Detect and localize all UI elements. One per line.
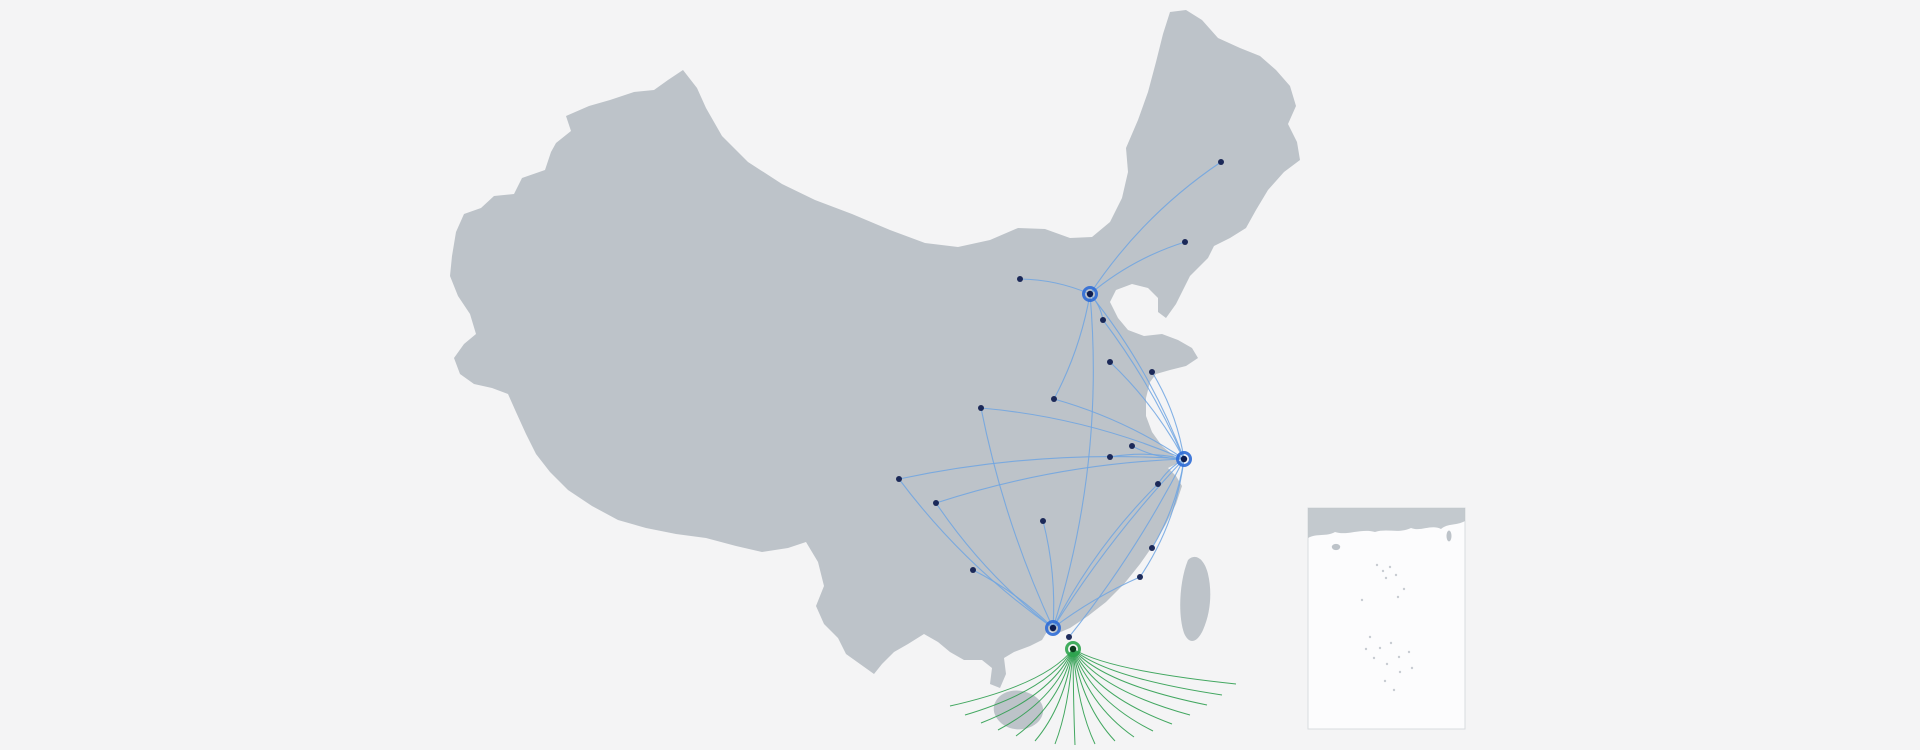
hub-ring-shanghai bbox=[1176, 451, 1192, 467]
green-route-3 bbox=[997, 648, 1074, 731]
route-beijing-shanghai bbox=[1089, 293, 1185, 460]
city-dot-guiyang[interactable] bbox=[970, 567, 976, 573]
route-shanghai-qingdao bbox=[1151, 371, 1185, 460]
inset-island-dot bbox=[1372, 656, 1376, 660]
city-dot-hefei[interactable] bbox=[1107, 454, 1113, 460]
hub-ring-hongkong bbox=[1065, 641, 1081, 657]
inset-island-dot bbox=[1384, 576, 1388, 580]
inset-hainan-island bbox=[1331, 543, 1341, 551]
green-route-5 bbox=[1034, 648, 1074, 742]
city-dot-zhengzhou[interactable] bbox=[1051, 396, 1057, 402]
city-dot-shenzhen[interactable] bbox=[1066, 634, 1072, 640]
green-route-13 bbox=[1072, 648, 1191, 716]
green-route-6 bbox=[1054, 648, 1074, 745]
green-route-8 bbox=[1072, 648, 1096, 745]
inset-island-dot bbox=[1396, 595, 1400, 599]
inset-taiwan-island bbox=[1446, 530, 1452, 542]
route-guangzhou-fuzhou bbox=[1052, 576, 1141, 629]
inset-island-dot bbox=[1402, 587, 1406, 591]
inset-island-dot bbox=[1364, 647, 1368, 651]
inset-island-dot bbox=[1378, 646, 1382, 650]
route-beijing-harbin bbox=[1089, 161, 1222, 295]
inset-box bbox=[1307, 507, 1466, 730]
city-dot-fuzhou[interactable] bbox=[1137, 574, 1143, 580]
city-dot-nanjing[interactable] bbox=[1129, 443, 1135, 449]
route-shanghai-chongqing bbox=[935, 458, 1185, 504]
city-dot-tianjin[interactable] bbox=[1100, 317, 1106, 323]
inset-island-dot bbox=[1388, 565, 1392, 569]
city-dot-hangzhou[interactable] bbox=[1155, 481, 1161, 487]
hub-beijing[interactable] bbox=[1086, 290, 1094, 298]
route-shanghai-guangzhou bbox=[1052, 458, 1185, 629]
green-route-12 bbox=[1072, 648, 1173, 725]
inset-island-dot bbox=[1368, 635, 1372, 639]
route-hangzhou-guangzhou bbox=[1052, 483, 1159, 629]
city-dot-qingdao[interactable] bbox=[1149, 369, 1155, 375]
route-shanghai-xian bbox=[980, 407, 1185, 460]
mainland-china-shape bbox=[450, 10, 1300, 688]
route-shanghai-tianjin bbox=[1102, 319, 1185, 460]
hub-shanghai[interactable] bbox=[1180, 455, 1188, 463]
inset-island-dot bbox=[1383, 679, 1387, 683]
inset-island-dot bbox=[1389, 641, 1393, 645]
route-shanghai-jinan bbox=[1109, 361, 1185, 460]
route-shanghai-chengdu bbox=[898, 455, 1185, 480]
inset-island-dot bbox=[1394, 573, 1398, 577]
route-beijing-guangzhou bbox=[1052, 293, 1094, 629]
inset-island-dot bbox=[1407, 650, 1411, 654]
inset-island-dot bbox=[1381, 569, 1385, 573]
inset-island-dot bbox=[1398, 670, 1402, 674]
inset-island-dot bbox=[1375, 563, 1379, 567]
land-layer bbox=[450, 10, 1300, 730]
hainan-island bbox=[993, 690, 1044, 730]
green-route-2 bbox=[980, 648, 1074, 724]
route-guangzhou-changsha bbox=[1042, 520, 1055, 629]
city-dot-changsha[interactable] bbox=[1040, 518, 1046, 524]
inset-island-dot bbox=[1385, 662, 1389, 666]
route-guangzhou-xian bbox=[980, 407, 1054, 629]
inset-island-dot bbox=[1392, 688, 1396, 692]
route-guangzhou-chongqing bbox=[935, 502, 1054, 629]
route-shanghai-shenzhen bbox=[1068, 458, 1185, 638]
hub-guangzhou[interactable] bbox=[1049, 624, 1057, 632]
green-route-11 bbox=[1072, 648, 1154, 732]
city-dot-xian[interactable] bbox=[978, 405, 984, 411]
route-beijing-zhengzhou bbox=[1053, 293, 1091, 400]
city-dot-jinan[interactable] bbox=[1107, 359, 1113, 365]
hub-ring-guangzhou bbox=[1045, 620, 1061, 636]
flight-network-layer bbox=[896, 159, 1237, 746]
route-guangzhou-chengdu bbox=[898, 478, 1054, 629]
green-route-1 bbox=[964, 648, 1074, 716]
route-beijing-shenyang bbox=[1089, 241, 1186, 295]
city-dot-chongqing[interactable] bbox=[933, 500, 939, 506]
green-route-0 bbox=[949, 648, 1074, 707]
inset-island-dot bbox=[1397, 655, 1401, 659]
green-route-4 bbox=[1015, 648, 1074, 737]
hub-hongkong[interactable] bbox=[1069, 645, 1077, 653]
city-dot-chengdu[interactable] bbox=[896, 476, 902, 482]
route-shanghai-fuzhou bbox=[1139, 458, 1185, 578]
green-route-9 bbox=[1072, 648, 1116, 742]
hub-ring-beijing bbox=[1082, 286, 1098, 302]
green-route-7 bbox=[1072, 648, 1076, 746]
city-dot-hohhot[interactable] bbox=[1017, 276, 1023, 282]
inset-mainland-coast bbox=[1308, 508, 1465, 538]
city-dot-shenyang[interactable] bbox=[1182, 239, 1188, 245]
south-china-sea-inset bbox=[1307, 507, 1466, 730]
green-route-16 bbox=[1072, 648, 1237, 685]
green-route-14 bbox=[1072, 648, 1208, 706]
inset-island-dot bbox=[1410, 666, 1414, 670]
inset-island-dot bbox=[1360, 598, 1364, 602]
city-dot-wenzhou[interactable] bbox=[1149, 545, 1155, 551]
green-route-10 bbox=[1072, 648, 1135, 738]
route-shanghai-nanjing bbox=[1131, 445, 1185, 460]
green-route-15 bbox=[1072, 648, 1223, 696]
taiwan-island bbox=[1180, 556, 1211, 641]
city-dot-harbin[interactable] bbox=[1218, 159, 1224, 165]
route-shanghai-zhengzhou bbox=[1053, 398, 1185, 460]
